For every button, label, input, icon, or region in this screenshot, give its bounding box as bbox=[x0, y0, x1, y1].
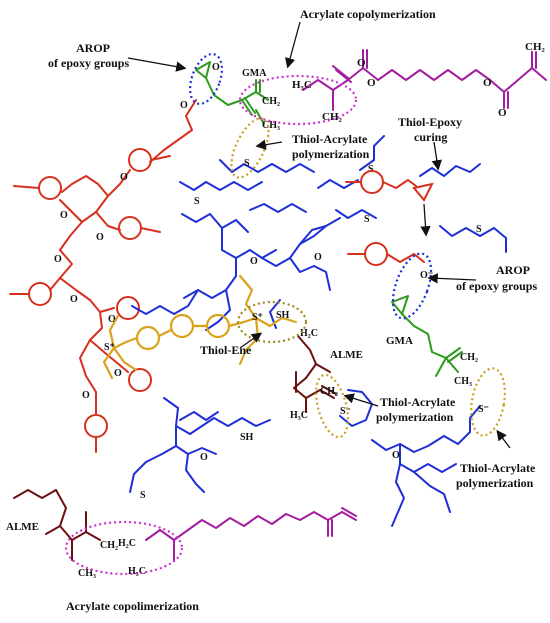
atom-ch2: CH₂ bbox=[460, 352, 478, 363]
atom-h2c: H₂C bbox=[300, 328, 318, 339]
gma-right-molecule bbox=[391, 295, 463, 377]
label-acrylate-copolimerization-bottom: Acrylate copolimerization bbox=[66, 599, 199, 613]
atom-o: O bbox=[392, 450, 400, 461]
atom-s: S bbox=[194, 196, 200, 207]
atom-o: O bbox=[114, 368, 122, 379]
thiol-acrylate-right-highlight bbox=[470, 367, 506, 437]
label-thiol-epoxy-2: curing bbox=[414, 130, 447, 144]
atom-ch2: CH₂ bbox=[322, 111, 343, 123]
atom-o: O bbox=[357, 57, 366, 69]
arop-top-highlight bbox=[189, 53, 223, 105]
arop-right-highlight bbox=[391, 252, 433, 320]
label-arop-right-1: AROP bbox=[496, 263, 530, 277]
acrylate-bottom-highlight bbox=[64, 520, 184, 576]
atom-s: S bbox=[364, 214, 370, 225]
atom-h3c: H₃C bbox=[128, 566, 146, 577]
diacrylate-monomer bbox=[302, 49, 547, 111]
atom-o: O bbox=[367, 77, 376, 89]
atom-o: O bbox=[108, 314, 116, 325]
bottom-diacrylate-chain bbox=[145, 507, 357, 561]
atom-o: O bbox=[200, 452, 208, 463]
alme-center-molecule bbox=[293, 335, 337, 413]
label-thiol-epoxy-1: Thiol-Epoxy bbox=[398, 115, 462, 129]
atom-o-minus: O⁻ bbox=[420, 270, 433, 281]
atom-h3c: H₃C bbox=[292, 79, 312, 91]
atom-s: S bbox=[244, 158, 250, 169]
label-thiol-acrylate-top-1: Thiol-Acrylate bbox=[292, 132, 368, 146]
atom-s: S bbox=[140, 490, 146, 501]
alme-bottom-label: ALME bbox=[6, 521, 39, 533]
atom-s-minus: S⁻ bbox=[340, 406, 351, 417]
atom-sh: SH bbox=[240, 432, 254, 443]
label-thiol-acrylate-right-1: Thiol-Acrylate bbox=[460, 461, 536, 475]
phenolic-oxygens: O O O O O O O O O bbox=[54, 100, 188, 401]
atom-o: O bbox=[70, 294, 78, 305]
label-thiol-ene: Thiol-Ene bbox=[200, 343, 252, 357]
atom-o: O bbox=[483, 77, 492, 89]
atom-o: O bbox=[120, 172, 128, 183]
alme-bottom-molecule bbox=[13, 489, 101, 561]
label-arop-top-2: of epoxy groups bbox=[48, 56, 129, 70]
atom-ch2: CH₂ bbox=[100, 540, 118, 551]
atom-h3c: H₃C bbox=[290, 410, 308, 421]
atom-o: O bbox=[54, 254, 62, 265]
atom-sh: SH bbox=[276, 310, 290, 321]
alme-center-label: ALME bbox=[330, 349, 363, 361]
atom-s: S bbox=[476, 224, 482, 235]
thiol-network bbox=[129, 135, 507, 527]
atom-ch2: CH₂ bbox=[262, 96, 280, 107]
gma-right-label: GMA bbox=[386, 335, 413, 347]
atom-s: S bbox=[368, 164, 374, 175]
atom-o: O bbox=[212, 62, 220, 73]
atom-o: O bbox=[314, 252, 322, 263]
atom-s-plus: S⁺ bbox=[252, 312, 263, 323]
atom-o: O bbox=[82, 390, 90, 401]
atom-ch2: CH₂ bbox=[320, 386, 338, 397]
atom-s-minus: S⁻ bbox=[478, 404, 489, 415]
atom-o: O bbox=[60, 210, 68, 221]
sulfonium-core bbox=[102, 274, 298, 380]
thiol-acrylate-top-highlight bbox=[230, 117, 270, 179]
label-thiol-acrylate-top-2: polymerization bbox=[292, 147, 370, 161]
epoxide-ring bbox=[412, 182, 434, 202]
atom-ch2: CH₂ bbox=[525, 41, 546, 53]
acrylate-top-highlight bbox=[238, 74, 358, 126]
label-arop-top-1: AROP bbox=[76, 41, 110, 55]
thiol-atoms: S S O O SH SH S S S S O⁻ S⁻ S⁻ O O bbox=[140, 158, 489, 501]
atom-h2c: H₂C bbox=[118, 538, 136, 549]
atom-ch3: CH₃ bbox=[262, 120, 280, 131]
atom-o: O bbox=[498, 107, 507, 119]
annotation-arrows bbox=[127, 21, 511, 449]
label-acrylate-copolymerization-top: Acrylate copolymerization bbox=[300, 7, 436, 21]
phenolic-epoxy-network bbox=[9, 99, 197, 453]
atom-o: O bbox=[250, 256, 258, 267]
atom-ch3: CH₃ bbox=[454, 376, 472, 387]
atom-s-plus: S⁺ bbox=[104, 342, 115, 353]
label-thiol-acrylate-right-2: polymerization bbox=[456, 476, 534, 490]
label-thiol-acrylate-mid-2: polymerization bbox=[376, 410, 454, 424]
thiol-epoxy-fragment bbox=[345, 170, 425, 266]
atom-o: O bbox=[180, 100, 188, 111]
atom-ch3: CH₃ bbox=[78, 568, 96, 579]
thiol-ene-highlight bbox=[236, 300, 308, 344]
atom-o: O bbox=[96, 232, 104, 243]
gma-top-label: GMA bbox=[242, 68, 267, 79]
label-thiol-acrylate-mid-1: Thiol-Acrylate bbox=[380, 395, 456, 409]
gma-top-molecule bbox=[195, 61, 269, 125]
label-arop-right-2: of epoxy groups bbox=[456, 279, 537, 293]
